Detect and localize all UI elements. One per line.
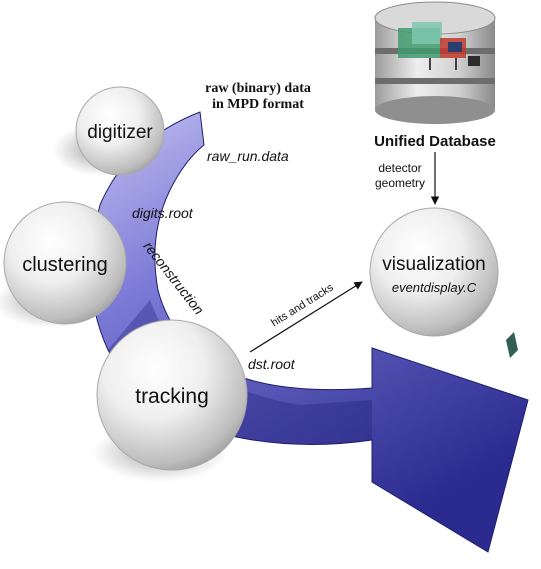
hits-tracks-label: hits and tracks [269, 281, 336, 329]
node-digitizer-label: digitizer [87, 122, 153, 143]
file-dst: dst.root [248, 356, 296, 372]
raw-data-line1: raw (binary) data [205, 81, 311, 96]
node-tracking-label: tracking [135, 385, 209, 408]
database-label: Unified Database [374, 133, 496, 150]
file-digits: digits.root [132, 205, 194, 221]
detector-geometry-line1: detector [378, 161, 421, 175]
decorative-mark [506, 332, 518, 358]
node-visualization: visualization eventdisplay.C [369, 207, 499, 337]
detector-icon [398, 22, 480, 70]
file-raw-run: raw_run.data [207, 148, 289, 164]
node-visualization-label: visualization [382, 254, 486, 275]
raw-data-line2: in MPD format [212, 97, 304, 112]
detector-geometry-line2: geometry [375, 176, 425, 190]
node-digitizer: digitizer [75, 86, 165, 176]
hits-tracks-arrow [249, 281, 363, 353]
node-visualization-file: eventdisplay.C [392, 280, 477, 295]
node-clustering-label: clustering [22, 254, 108, 276]
node-clustering: clustering [3, 201, 127, 325]
node-tracking: tracking [96, 319, 248, 471]
